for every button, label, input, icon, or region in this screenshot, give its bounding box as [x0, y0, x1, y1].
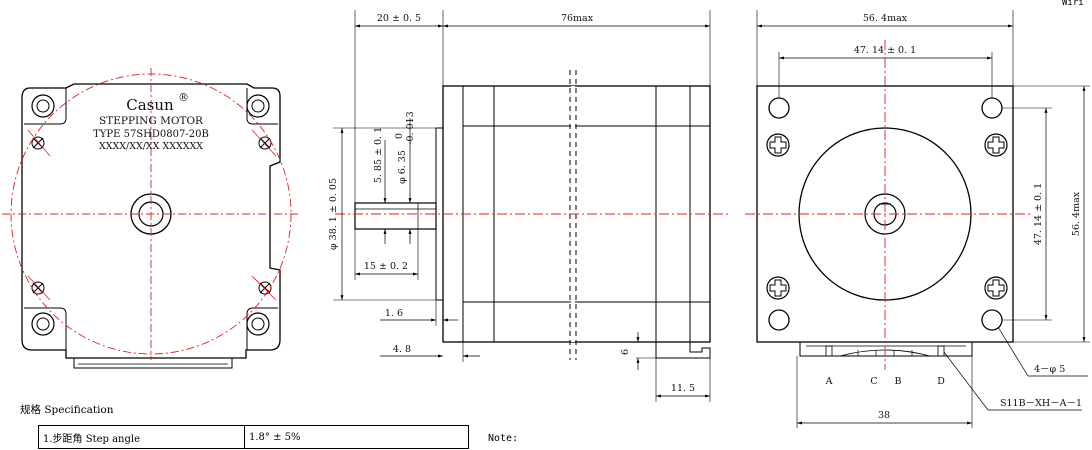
front-connector [799, 341, 973, 357]
front-screw-tl [766, 133, 790, 157]
spec-step-angle-label: 1.步距角 Step angle [38, 425, 245, 449]
rear-screw-br [258, 281, 272, 295]
rear-body-outline [21, 83, 281, 359]
rear-mount-hole-tr [246, 94, 270, 118]
side-shaft [354, 202, 437, 230]
label-line-3: XXXX/XX/XX XXXXXX [99, 141, 203, 152]
specification-title: 规格 Specification [20, 404, 114, 416]
dim-shaft-tol-upper: 0 [394, 133, 405, 139]
rear-connector [73, 357, 233, 369]
brand-registered-mark: ® [178, 91, 189, 104]
dim-shaft-tol-lower: -0. 013 [405, 111, 416, 144]
front-mount-hole-bl [768, 309, 790, 331]
dim-shaft-extension: 20 ± 0. 5 [377, 13, 421, 24]
pin-label-d: D [937, 376, 945, 387]
front-screw-bl [766, 276, 790, 300]
rear-endcap-outline [24, 88, 278, 350]
dim-shaft-diameter: φ 6. 35 [397, 150, 408, 184]
spec-step-angle-value: 1.8° ± 5% [244, 425, 469, 449]
dim-boss-diameter: φ 38. 1 ± 0. 05 [328, 178, 339, 250]
front-mount-hole-tr [981, 97, 1003, 119]
dim-shaft-length: 15 ± 0. 2 [364, 261, 408, 272]
dim-connector-height: 6 [620, 349, 631, 355]
specification-table: 1.步距角 Step angle 1.8° ± 5% [38, 425, 469, 449]
dim-front-width: 56. 4max [863, 13, 908, 24]
label-line-1: STEPPING MOTOR [99, 115, 204, 127]
rear-mount-hole-tl [31, 94, 55, 118]
dim-hole-spacing-horizontal: 47. 14 ± 0. 1 [854, 45, 916, 56]
rear-mount-hole-br [246, 312, 270, 336]
side-connector [655, 342, 711, 359]
rear-screw-bl [31, 281, 45, 295]
table-row: 1.步距角 Step angle 1.8° ± 5% [38, 425, 469, 449]
dim-connector-width-side: 11. 5 [671, 383, 695, 394]
pin-label-a: A [825, 376, 833, 387]
dim-connector-width-front: 38 [878, 410, 890, 421]
dim-mount-holes: 4－φ 5 [1034, 364, 1065, 375]
dim-shaft-flat: 5. 85 ± 0. 1 [373, 127, 384, 183]
rear-mount-hole-bl [31, 312, 55, 336]
dim-hole-spacing-vertical: 47. 14 ± 0. 1 [1033, 183, 1044, 245]
front-screw-br [984, 276, 1008, 300]
dim-boss-length: 4. 8 [393, 344, 411, 355]
front-mount-hole-tl [768, 97, 790, 119]
side-view: 20 ± 0. 5 76max φ 38. 1 ± 0. 05 5. 85 ± … [328, 10, 730, 402]
wiring-header-label: Wiri [1062, 0, 1084, 8]
dim-front-height: 56. 4max [1071, 191, 1082, 236]
dim-flange: 1. 6 [385, 308, 403, 319]
brand-name: Casun [126, 96, 174, 114]
front-screw-tr [984, 133, 1008, 157]
label-line-2: TYPE 57SHD0807-20B [93, 129, 209, 140]
pin-label-b: B [895, 376, 902, 387]
note-label: Note: [488, 433, 519, 444]
pin-label-c: C [870, 376, 877, 387]
rear-screw-tr [258, 136, 272, 150]
connector-part-number: S11B－XH－A－1 [1000, 398, 1082, 409]
front-mount-hole-br [981, 309, 1003, 331]
front-view: A C B D 56. 4max 47. 14 ± 0. 1 47. 14 ± … [745, 10, 1090, 428]
rear-view: Casun ® STEPPING MOTOR TYPE 57SHD0807-20… [2, 68, 300, 369]
dim-overall-length: 76max [561, 13, 594, 24]
